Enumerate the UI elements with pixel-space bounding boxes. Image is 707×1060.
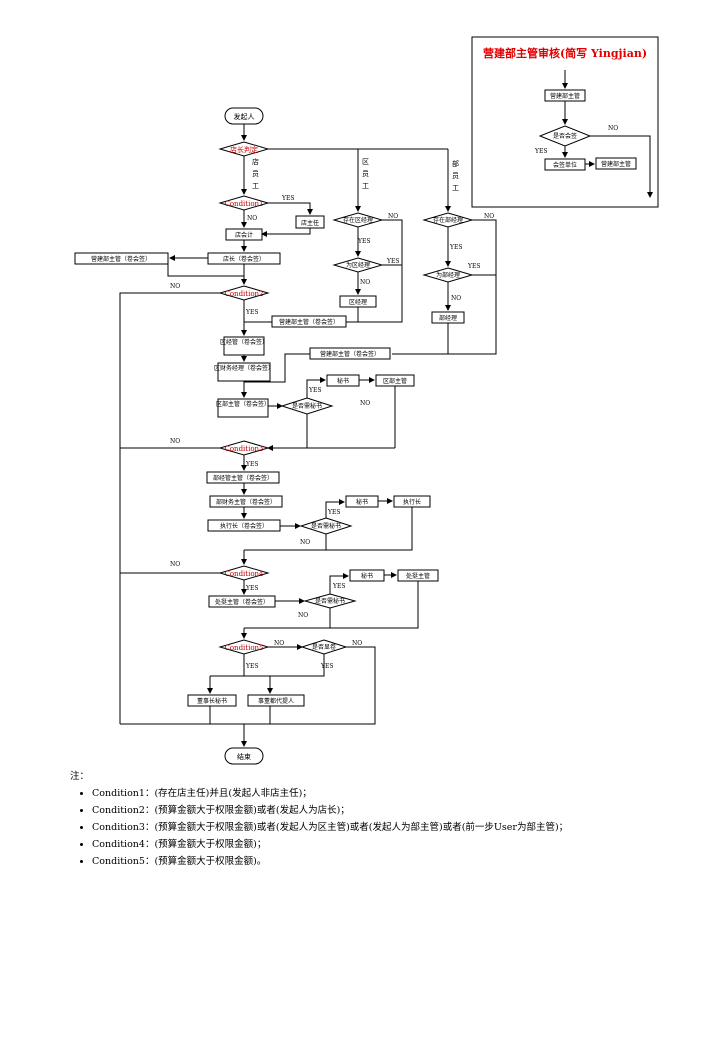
district-dept-head-label: 区部主管 (383, 377, 407, 385)
inset-title: 营建部主管审核(简写 Yingjian) (483, 46, 647, 60)
c4-yes: YES (245, 585, 258, 592)
store-head-label: 店长（卷会签） (223, 255, 265, 263)
c1-no: NO (247, 215, 257, 222)
district-head-box (217, 398, 269, 418)
note-item: Condition4：(预算金额大于权限金额)； (92, 836, 690, 850)
c2-no: NO (170, 283, 180, 290)
col-district-3: 工 (362, 182, 369, 190)
inset-approver-label: 营建部主管 (601, 160, 631, 168)
is-dept-mgr-label: 为部经理 (436, 271, 460, 279)
note-item: Condition2：(预算金额大于权限金额)或者(发起人为店长)； (92, 802, 690, 816)
dept-finance-box (209, 495, 283, 508)
inset-head-label: 营建部主管 (550, 92, 580, 100)
district-supervisor-label: 区经管（卷会签） (220, 338, 268, 346)
note-item: Condition1：(存在店主任)并且(发起人非店主任)； (92, 785, 690, 799)
district-mgr-label: 区经理 (349, 298, 367, 306)
condition1-label: Condition1 (224, 200, 263, 208)
notes-header: 注： (70, 771, 90, 782)
secretary-label-1: 秘书 (337, 377, 349, 385)
id-no: NO (360, 279, 370, 286)
dept-supervisor-box (206, 471, 280, 484)
na-no: NO (352, 640, 362, 647)
start-label: 发起人 (234, 112, 255, 121)
dept-finance-label: 部财务主管（卷会签） (216, 498, 276, 506)
need-agent-label: 是否显卷 (312, 643, 336, 651)
col-district-1: 区 (362, 158, 369, 166)
has-dept-mgr-label: 存在部经理 (433, 216, 463, 224)
ip-no: NO (451, 295, 461, 302)
yingjian-left-box (74, 252, 169, 265)
notes-list: Condition1：(存在店主任)并且(发起人非店主任)； Condition… (70, 785, 690, 867)
secretary-label-3: 秘书 (361, 572, 373, 580)
hp-no: NO (484, 213, 494, 220)
board-agent-label: 事董都代提人 (258, 697, 294, 705)
inset-no-label: NO (608, 125, 618, 132)
c3-no: NO (170, 438, 180, 445)
notes: 注： Condition1：(存在店主任)并且(发起人非店主任)； Condit… (70, 768, 690, 870)
need-secretary-label-1: 是否需秘书 (292, 402, 322, 410)
note-item: Condition3：(预算金额大于权限金额)或者(发起人为区主管)或者(发起人… (92, 819, 690, 833)
c4-no: NO (170, 561, 180, 568)
has-district-mgr-label: 存在区经理 (343, 216, 373, 224)
ns3-no: NO (298, 612, 308, 619)
yingjian-left-label: 营建部主管（卷会签） (91, 255, 151, 263)
need-secretary-label-2: 是否需秘书 (311, 522, 341, 530)
district-head-label: 区部主管（卷会签） (216, 400, 270, 408)
condition2-label: Condition2 (224, 290, 263, 298)
hd-no: NO (388, 213, 398, 220)
yingjian-mid-label: 营建部主管（卷会签） (279, 318, 339, 326)
col-dept-2: 员 (452, 172, 459, 180)
district-finance-label: 区财务经理（卷会签） (214, 364, 274, 372)
store-acct-label: 店会计 (235, 231, 253, 239)
yingjian-right-label: 营建部主管（卷会签） (320, 350, 380, 358)
hd-yes: YES (357, 238, 370, 245)
col-store-2: 员 (252, 170, 259, 178)
condition3-label: Condition3 (224, 445, 263, 453)
c3-yes: YES (245, 461, 258, 468)
ns1-no: NO (360, 400, 370, 407)
condition4-label: Condition4 (224, 570, 264, 578)
c1-yes: YES (281, 195, 294, 202)
ns2-no: NO (300, 539, 310, 546)
note-item: Condition5：(预算金额大于权限金额)。 (92, 853, 690, 867)
is-district-mgr-label: 为区经理 (346, 261, 370, 269)
ns2-yes: YES (327, 509, 340, 516)
ns3-yes: YES (332, 583, 345, 590)
col-store-1: 店 (252, 157, 259, 166)
chairman-secretary-label: 董事长秘书 (197, 697, 227, 705)
dept-mgr-label: 部经理 (439, 314, 457, 322)
c5-no: NO (274, 640, 284, 647)
na-yes: YES (320, 663, 333, 670)
inset-approver (595, 157, 637, 170)
president-head-label: 处挺主管（卷会签） (215, 598, 269, 606)
col-dept-3: 工 (452, 184, 459, 192)
ip-yes: YES (467, 263, 480, 270)
c5-yes: YES (245, 663, 258, 670)
secretary-label-2: 秘书 (356, 498, 368, 506)
c2-yes: YES (245, 309, 258, 316)
executive-label-1: 执行长（卷会签） (220, 522, 268, 530)
inset-yes-label: YES (534, 148, 547, 155)
dept-supervisor-label: 部经管主管（卷会签） (213, 474, 273, 482)
need-secretary-label-3: 是否需秘书 (315, 597, 345, 605)
chairman-secretary-box (187, 694, 237, 707)
flowchart: 营建部主管审核(简写 Yingjian) 营建部主管 是否会签 NO YES 会… (74, 36, 659, 765)
condition5-label: Condition5 (224, 644, 263, 652)
end-label: 结束 (237, 752, 251, 761)
col-store-3: 工 (252, 182, 259, 190)
end-node (224, 747, 264, 765)
inset-decision-label: 是否会签 (553, 132, 577, 140)
col-district-2: 员 (362, 170, 369, 178)
ns1-yes: YES (308, 387, 321, 394)
executive-label-2: 执行长 (403, 498, 421, 506)
col-dept-1: 部 (452, 159, 459, 168)
inset-sign-unit-label: 会签单位 (553, 161, 577, 169)
store-decision-label: 店长判定 (230, 145, 258, 154)
hp-yes: YES (449, 244, 462, 251)
board-agent-box (247, 694, 305, 707)
id-yes: YES (386, 258, 399, 265)
store-mgr-label: 店主任 (301, 219, 319, 227)
president-label: 处挺主管 (406, 572, 430, 580)
